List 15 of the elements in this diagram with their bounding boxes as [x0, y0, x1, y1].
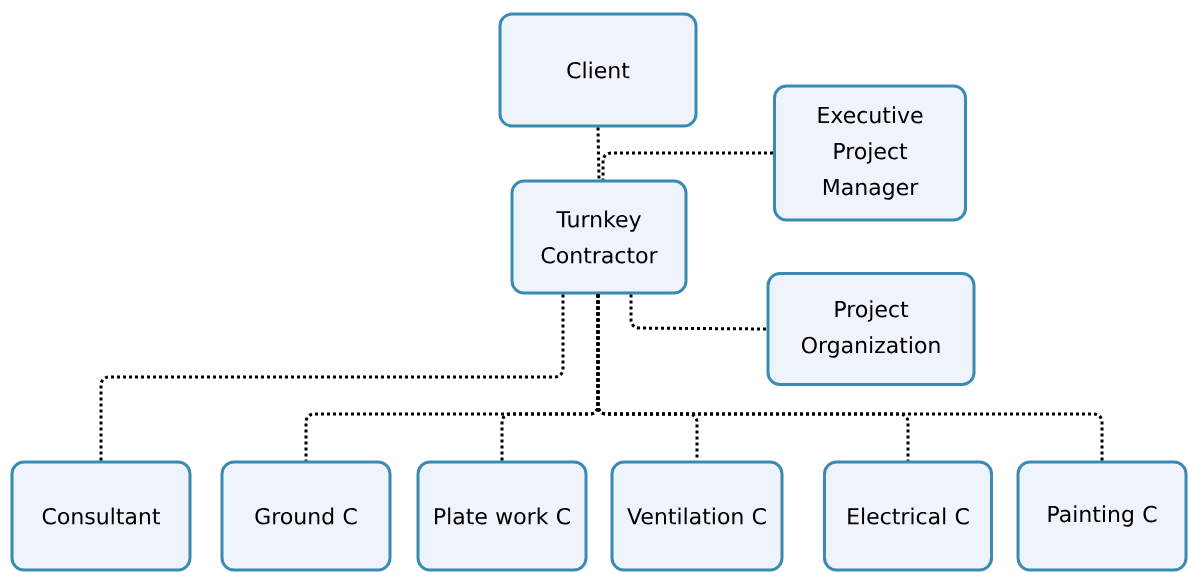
org-box: Ground C: [220, 460, 392, 572]
connector: [99, 294, 565, 461]
org-box: Executive Project Manager: [773, 84, 967, 222]
connector: [629, 294, 767, 331]
org-box: Project Organization: [766, 272, 976, 386]
org-box: Painting C: [1016, 460, 1188, 572]
connector: [596, 127, 601, 180]
org-box: Turnkey Contractor: [510, 179, 688, 295]
org-box: Electrical C: [823, 460, 993, 572]
connector: [596, 294, 1104, 461]
org-box: Client: [498, 12, 698, 128]
org-box: Consultant: [10, 460, 192, 572]
org-box: Ventilation C: [610, 460, 784, 572]
connector: [601, 151, 773, 180]
org-box: Plate work C: [416, 460, 588, 572]
